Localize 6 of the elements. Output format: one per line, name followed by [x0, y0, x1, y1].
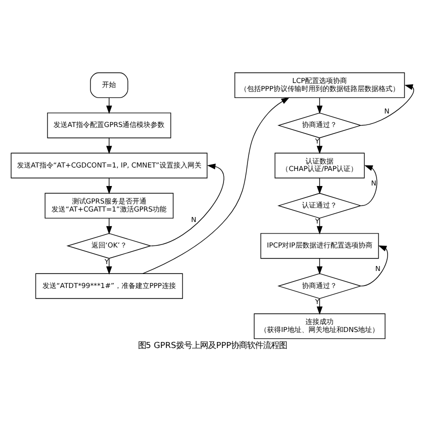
arrow [360, 246, 388, 286]
arrow [360, 165, 378, 206]
arrow [142, 97, 290, 274]
caption: 图5 GPRS拨号上网及PPP协商软件流程图 [138, 340, 288, 350]
arrow [360, 84, 414, 126]
arrow [151, 164, 224, 246]
